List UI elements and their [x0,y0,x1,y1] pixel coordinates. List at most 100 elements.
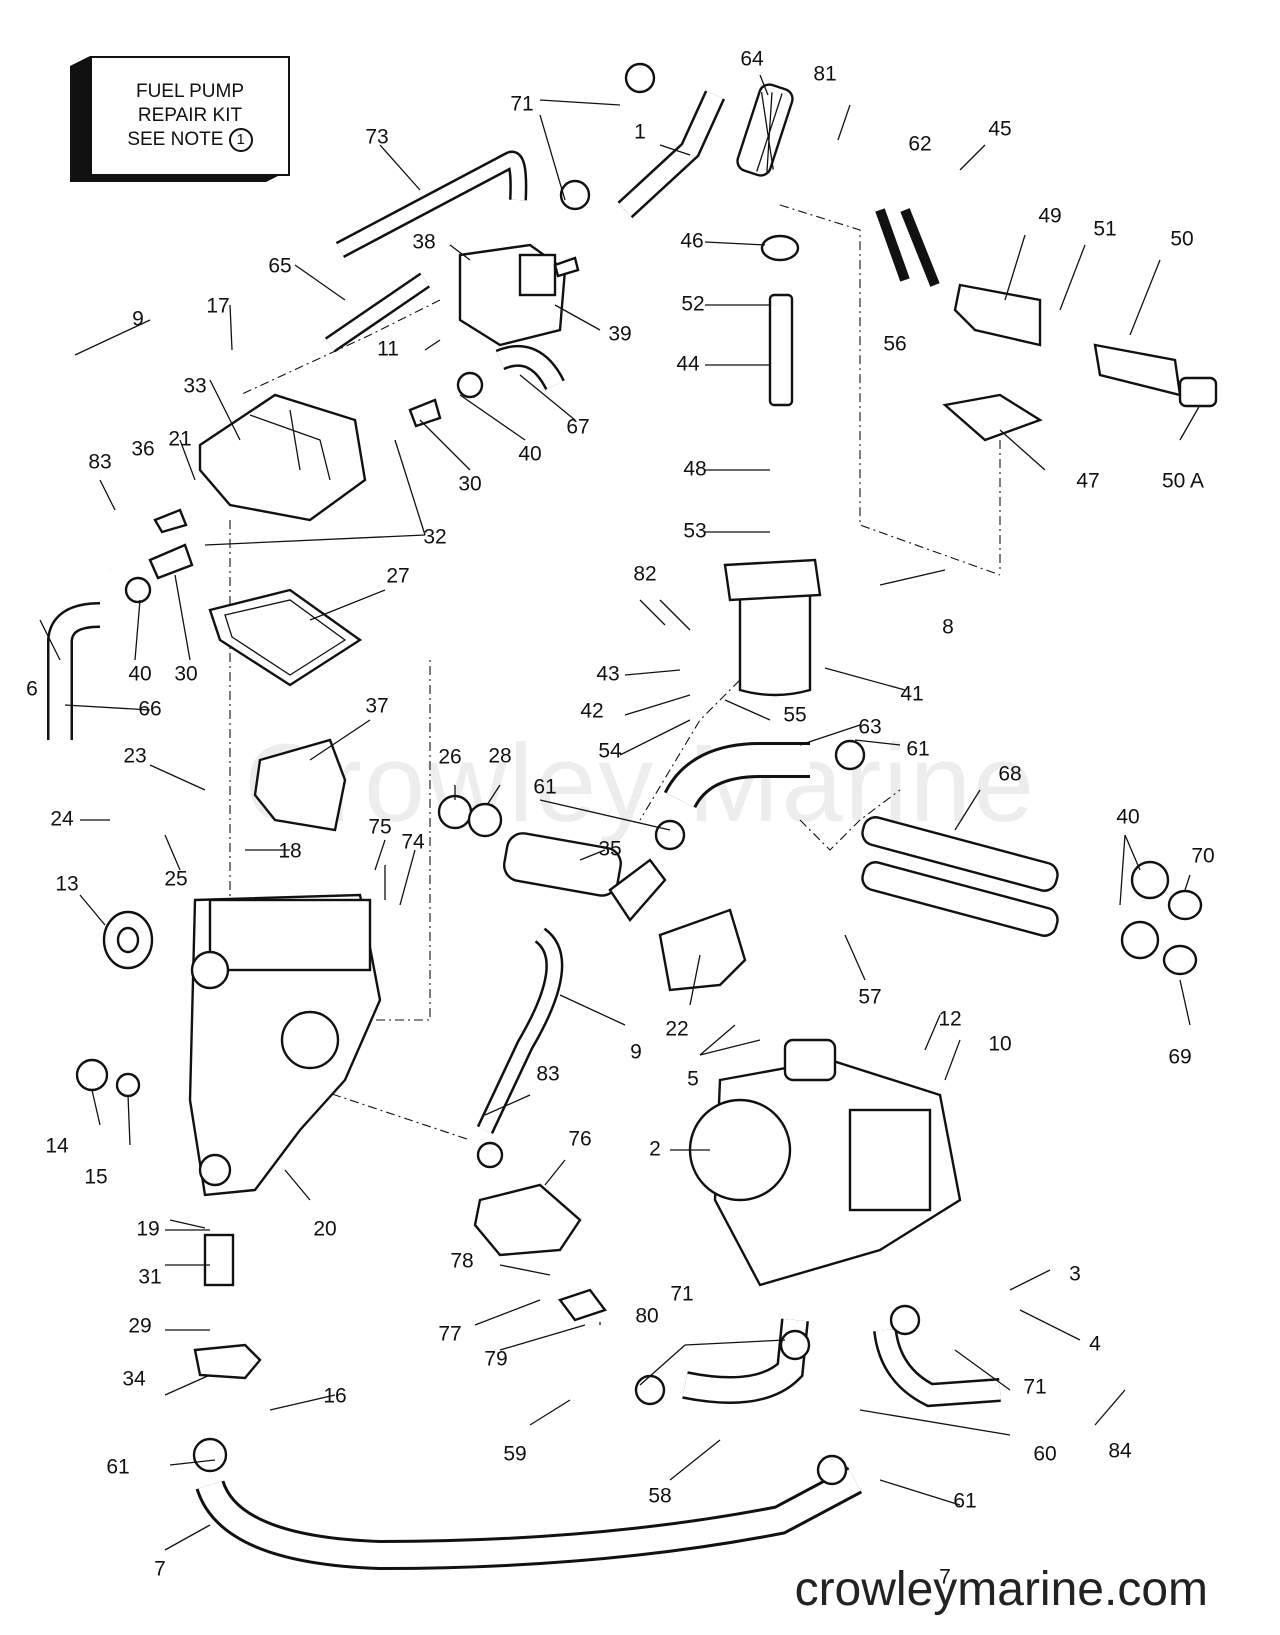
callout-39: 39 [608,323,631,346]
hoses [44,90,1001,1571]
kit-note-line-2: REPAIR KIT [137,104,243,126]
callout-48: 48 [683,458,706,481]
callout-19: 19 [136,1218,159,1241]
callout-25: 25 [164,868,187,891]
callout-2: 2 [649,1138,661,1161]
callout-61-b: 61 [533,776,556,799]
note-circle-symbol: 1 [228,127,253,152]
callout-42: 42 [580,700,603,723]
callout-47: 47 [1076,470,1099,493]
callout-17: 17 [206,295,229,318]
callout-7-right: 7 [939,1566,951,1589]
callout-10: 10 [988,1033,1011,1056]
callout-28: 28 [488,745,511,768]
callout-14: 14 [45,1135,69,1158]
kit-note-see-note: SEE NOTE [127,129,224,150]
callout-57: 57 [858,986,881,1009]
callout-41: 41 [900,683,923,706]
assembly-guide-lines [229,204,1001,1141]
callout-49: 49 [1038,205,1061,228]
callout-27: 27 [386,565,409,588]
callout-20: 20 [313,1218,336,1241]
callout-83-mid: 83 [536,1063,559,1086]
kit-note-line-3: SEE NOTE 1 [127,127,253,152]
callout-8: 8 [942,616,954,639]
callout-58: 58 [648,1485,671,1508]
kit-note-line-1: FUEL PUMP [135,80,245,102]
repair-kit-note-box: FUEL PUMP REPAIR KIT SEE NOTE 1 [70,56,290,182]
callout-36: 36 [131,438,154,461]
callout-35: 35 [598,838,621,861]
callout-3: 3 [1069,1263,1081,1286]
callout-31: 31 [138,1266,161,1289]
callout-33: 33 [183,375,206,398]
callout-67: 67 [566,416,589,439]
callout-6: 6 [26,678,38,701]
callout-71-b: 71 [670,1283,693,1306]
callout-63: 63 [858,716,881,739]
callout-9-top: 9 [132,308,144,331]
callout-65: 65 [268,255,291,278]
callout-50a: 50 A [1162,470,1204,493]
callout-numbers: 1 2 3 4 5 6 7 7 8 9 9 10 11 12 13 14 15 … [26,48,1215,1589]
callout-43: 43 [596,663,619,686]
callout-21: 21 [168,428,191,451]
callout-61-d: 61 [953,1490,976,1513]
callout-59: 59 [503,1443,526,1466]
callout-34: 34 [122,1368,146,1391]
callout-13: 13 [55,873,78,896]
callout-61-a: 61 [906,738,929,761]
callout-50: 50 [1170,228,1193,251]
callout-78: 78 [450,1250,473,1273]
callout-15: 15 [84,1166,107,1189]
callout-64: 64 [740,48,764,71]
callout-73: 73 [365,126,388,149]
callout-40-left: 40 [128,663,151,686]
kit-note-face: FUEL PUMP REPAIR KIT SEE NOTE 1 [90,56,290,176]
callout-82: 82 [633,563,656,586]
leader-lines [39,74,1201,1551]
callout-37: 37 [365,695,388,718]
callout-7-left: 7 [154,1558,166,1581]
callout-24: 24 [50,808,74,831]
callout-74: 74 [401,831,425,854]
callout-22: 22 [665,1018,688,1041]
callout-71-a: 71 [510,93,533,116]
callout-77: 77 [438,1323,461,1346]
callout-66: 66 [138,698,161,721]
callout-69: 69 [1168,1046,1191,1069]
callout-79: 79 [484,1348,507,1371]
callout-68: 68 [998,763,1021,786]
callout-18: 18 [278,840,301,863]
callout-23: 23 [123,745,146,768]
callout-16: 16 [323,1385,346,1408]
callout-29: 29 [128,1315,151,1338]
callout-12: 12 [938,1008,961,1031]
callout-81: 81 [813,63,836,86]
callout-54: 54 [598,740,622,763]
callout-11: 11 [377,338,399,361]
callout-4: 4 [1089,1333,1101,1356]
callout-61-c: 61 [106,1456,129,1479]
callout-80: 80 [635,1305,658,1328]
callout-62: 62 [908,133,931,156]
callout-40-right: 40 [1116,806,1139,829]
callout-70: 70 [1191,845,1214,868]
callout-45: 45 [988,118,1011,141]
callout-51: 51 [1093,218,1116,241]
callout-55: 55 [783,704,806,727]
callout-32: 32 [423,526,446,549]
callout-30-lower: 30 [174,663,197,686]
callout-53: 53 [683,520,706,543]
components [75,62,1218,1486]
callout-1: 1 [634,121,646,144]
callout-44: 44 [676,353,700,376]
callout-84: 84 [1108,1440,1132,1463]
callout-71-c: 71 [1023,1376,1046,1399]
callout-75: 75 [368,816,391,839]
callout-46: 46 [680,230,703,253]
callout-30-upper: 30 [458,473,481,496]
callout-76: 76 [568,1128,591,1151]
callout-52: 52 [681,293,704,316]
